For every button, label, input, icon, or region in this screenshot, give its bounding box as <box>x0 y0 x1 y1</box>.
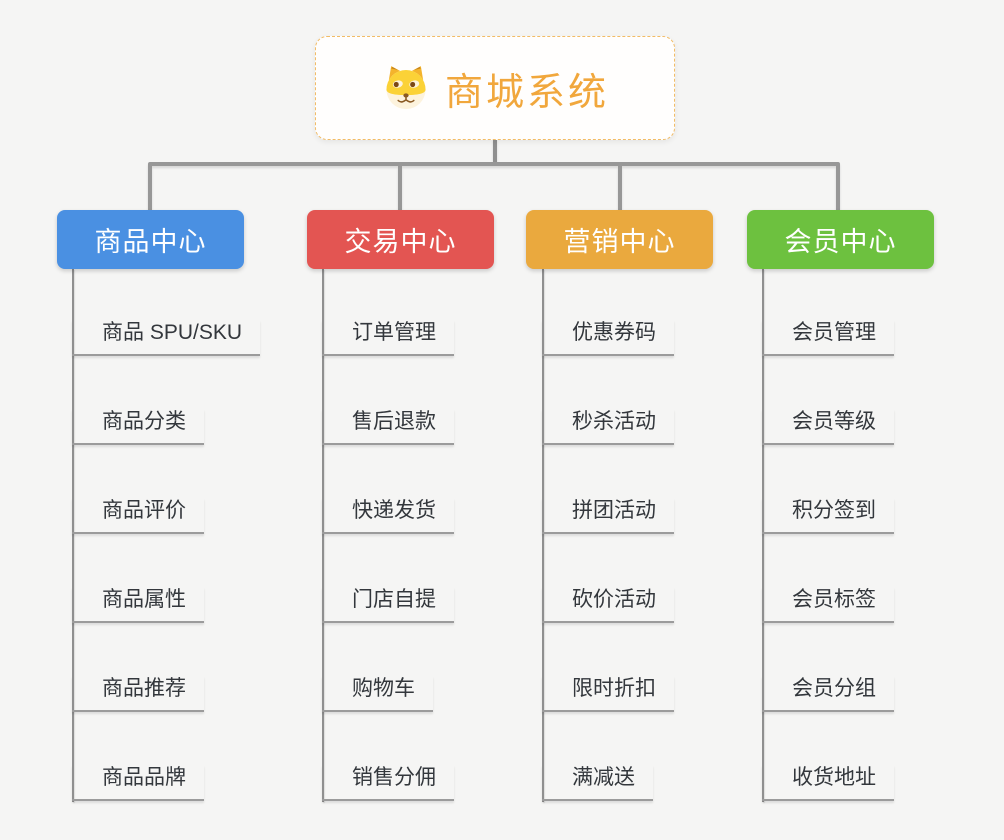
leaf-node[interactable]: 满减送 <box>542 765 653 801</box>
branch-label: 会员中心 <box>784 227 897 257</box>
branch-trunk-line <box>542 269 544 802</box>
branch-trunk-line <box>762 269 764 802</box>
leaf-node[interactable]: 售后退款 <box>322 409 454 445</box>
leaf-node[interactable]: 商品评价 <box>72 498 204 534</box>
leaf-node[interactable]: 快递发货 <box>322 498 454 534</box>
leaf-node[interactable]: 销售分佣 <box>322 765 454 801</box>
leaf-node[interactable]: 优惠券码 <box>542 320 674 356</box>
leaf-node[interactable]: 商品品牌 <box>72 765 204 801</box>
branch-header-member-center[interactable]: 会员中心 <box>747 210 934 269</box>
branch-label: 营销中心 <box>563 227 676 257</box>
leaf-node[interactable]: 拼团活动 <box>542 498 674 534</box>
leaf-node[interactable]: 会员管理 <box>762 320 894 356</box>
leaf-node[interactable]: 商品分类 <box>72 409 204 445</box>
leaf-node[interactable]: 限时折扣 <box>542 676 674 712</box>
leaf-node[interactable]: 会员等级 <box>762 409 894 445</box>
leaf-node[interactable]: 商品推荐 <box>72 676 204 712</box>
leaf-node[interactable]: 砍价活动 <box>542 587 674 623</box>
leaf-node[interactable]: 商品 SPU/SKU <box>72 320 261 356</box>
branch-label: 商品中心 <box>94 227 207 257</box>
leaf-node[interactable]: 订单管理 <box>322 320 454 356</box>
leaf-node[interactable]: 积分签到 <box>762 498 894 534</box>
branch-trunk-line <box>322 269 324 802</box>
root-node-title: 商城系统 <box>444 71 609 114</box>
branch-header-trade-center[interactable]: 交易中心 <box>307 210 494 269</box>
leaf-node[interactable]: 门店自提 <box>322 587 454 623</box>
leaf-node[interactable]: 收货地址 <box>762 765 894 801</box>
branch-header-marketing-center[interactable]: 营销中心 <box>526 210 713 269</box>
leaf-node[interactable]: 会员标签 <box>762 587 894 623</box>
leaf-node[interactable]: 购物车 <box>322 676 433 712</box>
root-node[interactable]: 商城系统 <box>315 36 675 140</box>
leaf-node[interactable]: 商品属性 <box>72 587 204 623</box>
leaf-node[interactable]: 秒杀活动 <box>542 409 674 445</box>
shiba-dog-icon <box>386 66 426 110</box>
leaf-node[interactable]: 会员分组 <box>762 676 894 712</box>
branch-header-product-center[interactable]: 商品中心 <box>57 210 244 269</box>
branch-trunk-line <box>72 269 74 802</box>
branch-label: 交易中心 <box>344 227 457 257</box>
